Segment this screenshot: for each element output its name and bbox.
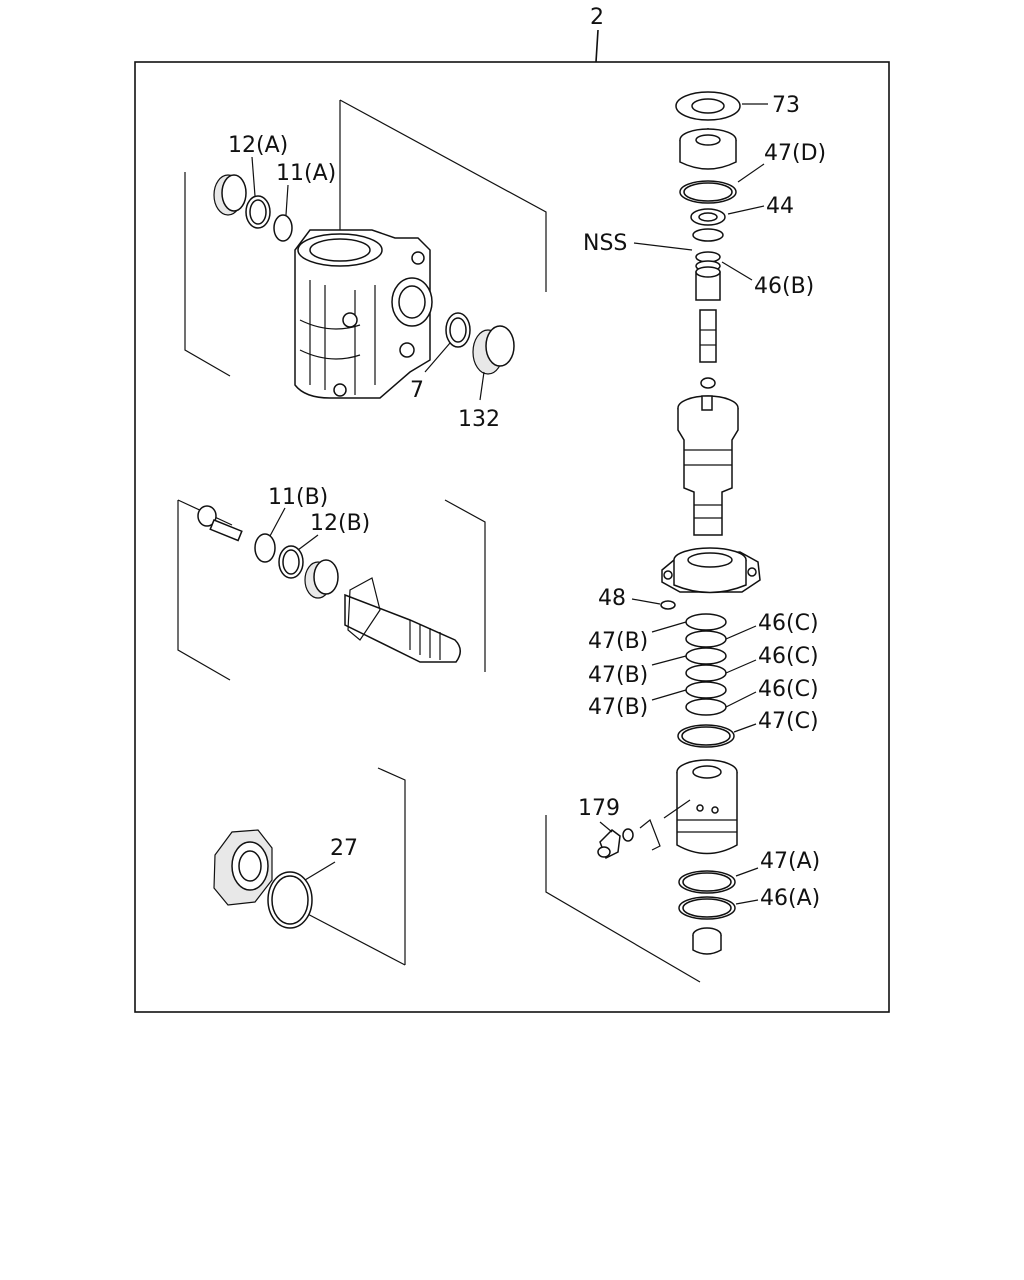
callout-46c-1: 46(C) bbox=[758, 611, 819, 636]
callout-nss: NSS bbox=[583, 231, 627, 256]
callout-179: 179 bbox=[578, 796, 620, 821]
housing-group bbox=[184, 99, 547, 401]
callout-73: 73 bbox=[772, 93, 800, 118]
callout-labels: 73 47(D) 44 NSS 46(B) 12(A) 11(A) 7 132 … bbox=[228, 93, 826, 911]
callout-47d: 47(D) bbox=[764, 141, 826, 166]
callout-47c: 47(C) bbox=[758, 709, 819, 734]
callout-12b: 12(B) bbox=[310, 511, 370, 536]
assembly-number-label: 2 bbox=[590, 5, 604, 30]
callout-11b: 11(B) bbox=[268, 485, 328, 510]
callout-7: 7 bbox=[410, 378, 424, 403]
callout-46b: 46(B) bbox=[754, 274, 814, 299]
diagram-frame bbox=[134, 61, 890, 1013]
callout-46c-3: 46(C) bbox=[758, 677, 819, 702]
callout-12a: 12(A) bbox=[228, 133, 288, 158]
callout-47b-1: 47(B) bbox=[588, 629, 648, 654]
callout-27: 27 bbox=[330, 836, 358, 861]
callout-47b-2: 47(B) bbox=[588, 663, 648, 688]
sector-shaft-group bbox=[177, 499, 486, 681]
callout-47a: 47(A) bbox=[760, 849, 820, 874]
callout-44: 44 bbox=[766, 194, 794, 219]
cover-group bbox=[213, 767, 406, 966]
callout-47b-3: 47(B) bbox=[588, 695, 648, 720]
callout-46c-2: 46(C) bbox=[758, 644, 819, 669]
callout-48: 48 bbox=[598, 586, 626, 611]
callout-132: 132 bbox=[458, 407, 500, 432]
valve-stack-group bbox=[545, 91, 768, 983]
callout-46a: 46(A) bbox=[760, 886, 820, 911]
callout-11a: 11(A) bbox=[276, 161, 336, 186]
